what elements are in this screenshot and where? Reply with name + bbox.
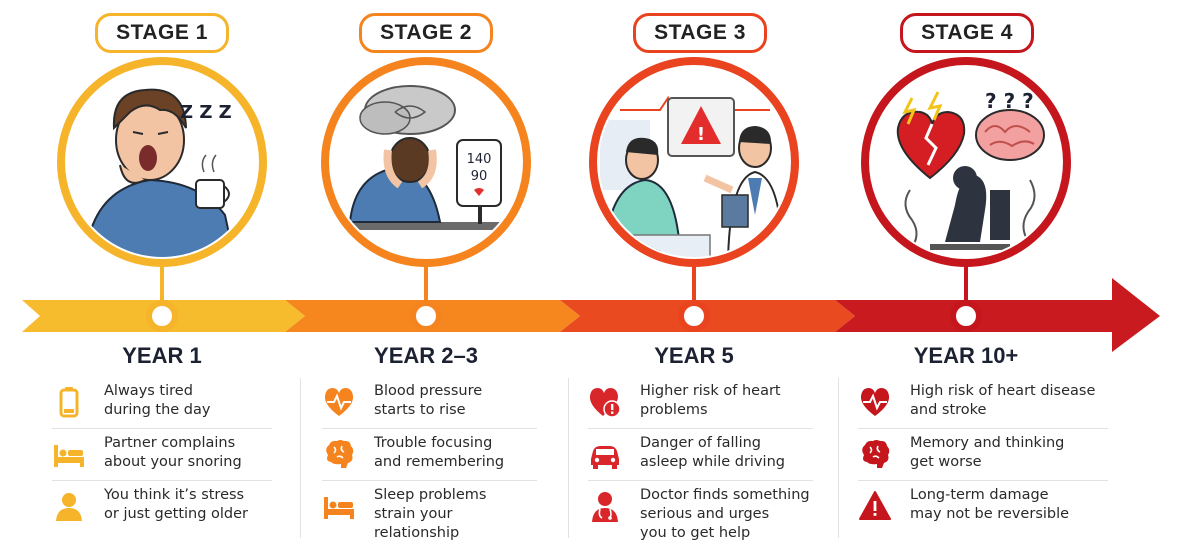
list-item: Sleep problems strain your relationship	[322, 486, 562, 543]
timeline-dot-3	[678, 300, 710, 332]
timeline-segment-4	[835, 278, 1160, 352]
heartbeat-icon	[324, 388, 354, 416]
list-item-text: High risk of heart disease and stroke	[910, 383, 1096, 418]
divider	[52, 480, 272, 481]
stage-2-pill: STAGE 2	[359, 13, 493, 53]
divider	[858, 428, 1108, 429]
year-2-title: YEAR 2–3	[374, 343, 478, 368]
svg-text:!: !	[697, 124, 705, 145]
stage-2-illustration: 140 90	[331, 67, 521, 257]
stage-3-list: Higher risk of heart problems Danger of …	[588, 378, 833, 548]
stage-4-illustration: ? ? ?	[871, 67, 1061, 257]
list-item: Always tired during the day	[52, 382, 292, 420]
column-separator-3	[838, 378, 839, 538]
divider	[322, 428, 537, 429]
stage-4-list: High risk of heart disease and stroke Me…	[858, 378, 1138, 548]
year-3-title: YEAR 5	[654, 343, 734, 368]
list-item-text: You think it’s stress or just getting ol…	[104, 487, 249, 522]
heartbeat-icon	[860, 388, 890, 416]
list-item-text: Blood pressure starts to rise	[374, 383, 483, 418]
list-item: Blood pressure starts to rise	[322, 382, 562, 420]
brain-icon	[326, 440, 354, 468]
year-1-title: YEAR 1	[122, 343, 202, 368]
divider	[52, 428, 272, 429]
column-separator-1	[300, 378, 301, 538]
stage-2-list: Blood pressure starts to rise Trouble fo…	[322, 378, 562, 548]
divider	[588, 480, 813, 481]
list-item-text: Trouble focusing and remembering	[374, 435, 505, 470]
list-item: Danger of falling asleep while driving	[588, 434, 833, 472]
heart-warning-icon	[589, 388, 621, 418]
question-marks: ? ? ?	[985, 89, 1034, 113]
bed-icon	[54, 445, 84, 467]
list-item: High risk of heart disease and stroke	[858, 382, 1138, 420]
stage-3-pill: STAGE 3	[633, 13, 767, 53]
list-item: You think it’s stress or just getting ol…	[52, 486, 292, 524]
stage-1-illustration: Z Z Z	[67, 67, 257, 257]
car-icon	[591, 446, 619, 469]
low-battery-icon	[59, 387, 79, 418]
year-4-title: YEAR 10+	[913, 343, 1019, 368]
person-icon	[56, 493, 82, 521]
list-item-text: Long-term damage may not be reversible	[910, 487, 1070, 522]
list-item-text: Partner complains about your snoring	[104, 435, 242, 470]
list-item: Partner complains about your snoring	[52, 434, 292, 472]
doctor-icon	[592, 492, 618, 522]
warning-icon	[859, 491, 891, 520]
timeline-dot-1	[146, 300, 178, 332]
list-item-text: Memory and thinking get worse	[910, 435, 1065, 470]
stage-4-pill: STAGE 4	[900, 13, 1034, 53]
list-item-text: Danger of falling asleep while driving	[640, 435, 785, 470]
list-item: Doctor finds something serious and urges…	[588, 486, 833, 543]
list-item: Higher risk of heart problems	[588, 382, 833, 420]
stage-1-pill: STAGE 1	[95, 13, 229, 53]
snore-text: Z Z Z	[180, 102, 232, 123]
timeline-dot-2	[410, 300, 442, 332]
divider	[322, 480, 537, 481]
stage-3-illustration: !	[599, 67, 789, 257]
divider	[858, 480, 1108, 481]
column-separator-2	[568, 378, 569, 538]
divider	[588, 428, 813, 429]
list-item-text: Always tired during the day	[104, 383, 211, 418]
list-item-text: Sleep problems strain your relationship	[374, 487, 487, 541]
timeline-dot-4	[950, 300, 982, 332]
list-item: Memory and thinking get worse	[858, 434, 1138, 472]
list-item: Long-term damage may not be reversible	[858, 486, 1138, 524]
bp-bottom-value: 90	[471, 169, 488, 184]
list-item-text: Doctor finds something serious and urges…	[640, 487, 810, 541]
timeline-arrow	[22, 278, 1160, 352]
list-item-text: Higher risk of heart problems	[640, 383, 781, 418]
bp-top-value: 140	[467, 152, 492, 167]
stage-1-list: Always tired during the day Partner comp…	[52, 378, 292, 548]
list-item: Trouble focusing and remembering	[322, 434, 562, 472]
bed-icon	[324, 497, 354, 519]
brain-icon	[862, 440, 890, 468]
